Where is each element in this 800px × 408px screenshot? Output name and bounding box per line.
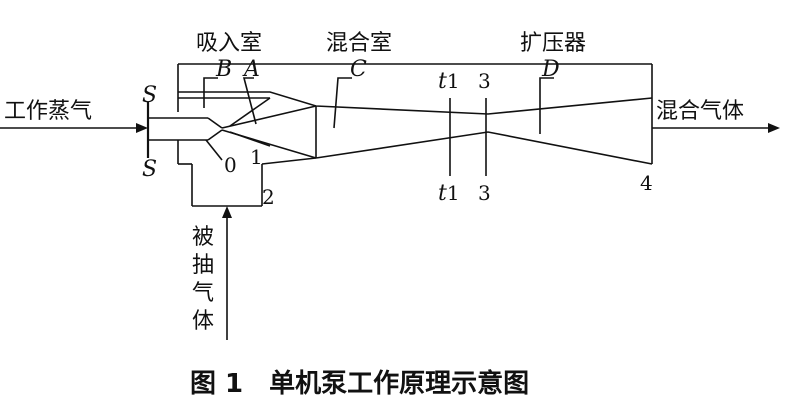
marker-0: 0	[224, 153, 237, 177]
marker-t1-bottom-letter: t	[438, 181, 447, 206]
marker-d: D	[541, 57, 560, 82]
working-steam-label: 工作蒸气	[4, 99, 92, 124]
marker-3-top: 3	[478, 69, 491, 93]
marker-t1-top-num: 1	[447, 69, 460, 93]
suction-chamber-label: 吸入室	[196, 31, 262, 56]
extracted-gas-char-1: 被	[192, 225, 214, 250]
marker-a: A	[242, 57, 260, 82]
mixed-gas-arrow	[652, 123, 780, 133]
marker-s-bottom: S	[142, 157, 157, 182]
leader-lines	[203, 77, 554, 161]
marker-3-bottom: 3	[478, 181, 491, 205]
extracted-gas-char-2: 抽	[192, 253, 214, 278]
extracted-gas-arrow	[222, 206, 232, 340]
marker-2: 2	[262, 185, 275, 209]
diffuser-label: 扩压器	[520, 31, 586, 56]
marker-b: B	[215, 57, 232, 82]
marker-t1-top: t1	[438, 69, 460, 94]
marker-s-top: S	[142, 83, 157, 108]
marker-t1-bottom: t1	[438, 181, 460, 206]
mixed-gas-label: 混合气体	[656, 99, 744, 124]
casing	[177, 63, 653, 207]
flow-contour-lower	[315, 131, 653, 165]
figure-caption: 图 1 单机泵工作原理示意图	[190, 368, 529, 399]
extracted-gas-char-4: 体	[192, 309, 214, 334]
mixing-chamber-label: 混合室	[326, 31, 392, 56]
marker-t1-bottom-num: 1	[447, 181, 460, 205]
extracted-gas-label: 被 抽 气 体	[192, 225, 214, 334]
marker-t1-top-letter: t	[438, 69, 447, 94]
marker-c: C	[350, 57, 367, 82]
nozzle	[148, 97, 317, 159]
extracted-gas-char-3: 气	[192, 281, 214, 306]
marker-1: 1	[250, 145, 263, 169]
working-steam-arrow	[0, 123, 148, 133]
marker-4: 4	[640, 171, 653, 195]
